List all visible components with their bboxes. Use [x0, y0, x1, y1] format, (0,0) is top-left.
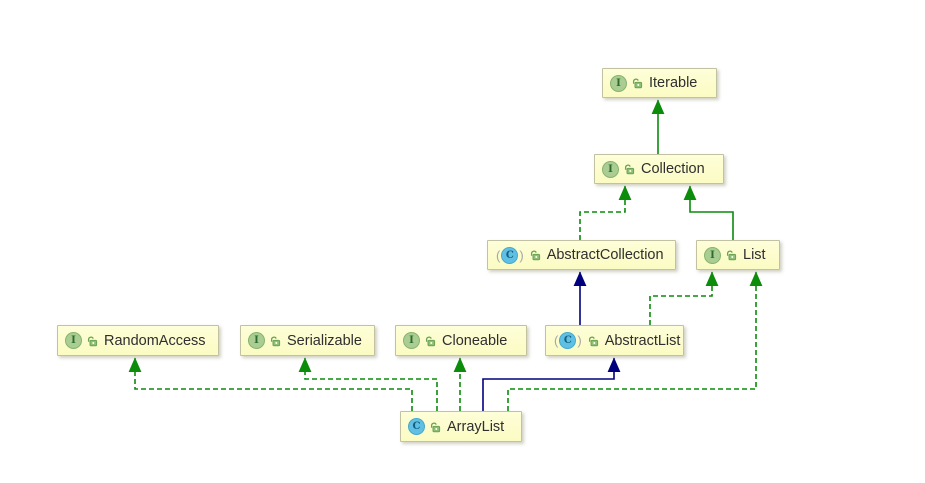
node-label: AbstractList: [604, 332, 681, 349]
node-label: AbstractCollection: [546, 247, 664, 263]
type-letter: C: [408, 418, 425, 435]
edge-arraylist-to-abstractlist: [482, 357, 621, 411]
type-letter: I: [248, 332, 265, 349]
node-array-list[interactable]: C ArrayList: [400, 411, 522, 442]
lock-icon: [430, 422, 441, 432]
lock-icon: [530, 250, 540, 261]
type-letter: I: [602, 160, 619, 178]
node-label: Iterable: [649, 75, 698, 91]
type-letter: C: [501, 246, 519, 264]
type-letter: C: [559, 332, 577, 349]
node-collection[interactable]: I Collection: [594, 154, 724, 184]
interface-icon: I: [248, 332, 265, 349]
interface-icon: I: [610, 74, 627, 92]
type-letter: I: [403, 332, 420, 349]
node-iterable[interactable]: I Iterable: [602, 68, 717, 98]
interface-icon: I: [602, 160, 619, 178]
edge-list-to-collection: [683, 185, 734, 240]
node-label: List: [743, 247, 766, 263]
edge-arraylist-to-list: [507, 271, 763, 411]
lock-icon: [425, 336, 436, 346]
node-cloneable[interactable]: I Cloneable: [395, 325, 527, 356]
lock-icon: [632, 78, 643, 89]
type-letter: I: [65, 332, 82, 349]
abstract-paren-left: (: [554, 333, 559, 348]
abstract-class-icon: (C): [553, 332, 583, 349]
lock-icon: [270, 336, 281, 346]
lock-icon: [726, 250, 737, 261]
node-label: RandomAccess: [104, 332, 206, 349]
abstract-paren-right: ): [577, 333, 582, 348]
edge-abstractcollection-to-collection: [579, 185, 632, 240]
type-letter: I: [610, 74, 627, 92]
abstract-paren-left: (: [496, 247, 501, 263]
node-abstract-list[interactable]: (C) AbstractList: [545, 325, 684, 356]
node-label: Collection: [641, 161, 705, 177]
lock-icon: [588, 336, 598, 346]
lock-icon: [87, 336, 98, 346]
edge-arraylist-to-serializable: [298, 357, 438, 411]
node-list[interactable]: I List: [696, 240, 780, 270]
abstract-class-icon: (C): [495, 246, 525, 264]
interface-icon: I: [704, 246, 721, 264]
type-letter: I: [704, 246, 721, 264]
node-random-access[interactable]: I RandomAccess: [57, 325, 219, 356]
lock-icon: [624, 164, 635, 175]
interface-icon: I: [403, 332, 420, 349]
edge-abstractlist-to-list: [649, 271, 719, 325]
interface-icon: I: [65, 332, 82, 349]
edge-arraylist-to-randomaccess: [128, 357, 413, 411]
node-label: ArrayList: [447, 418, 505, 435]
node-label: Cloneable: [442, 332, 508, 349]
class-icon: C: [408, 418, 425, 435]
node-abstract-collection[interactable]: (C) AbstractCollection: [487, 240, 676, 270]
abstract-paren-right: ): [519, 247, 524, 263]
node-label: Serializable: [287, 332, 362, 349]
node-serializable[interactable]: I Serializable: [240, 325, 375, 356]
